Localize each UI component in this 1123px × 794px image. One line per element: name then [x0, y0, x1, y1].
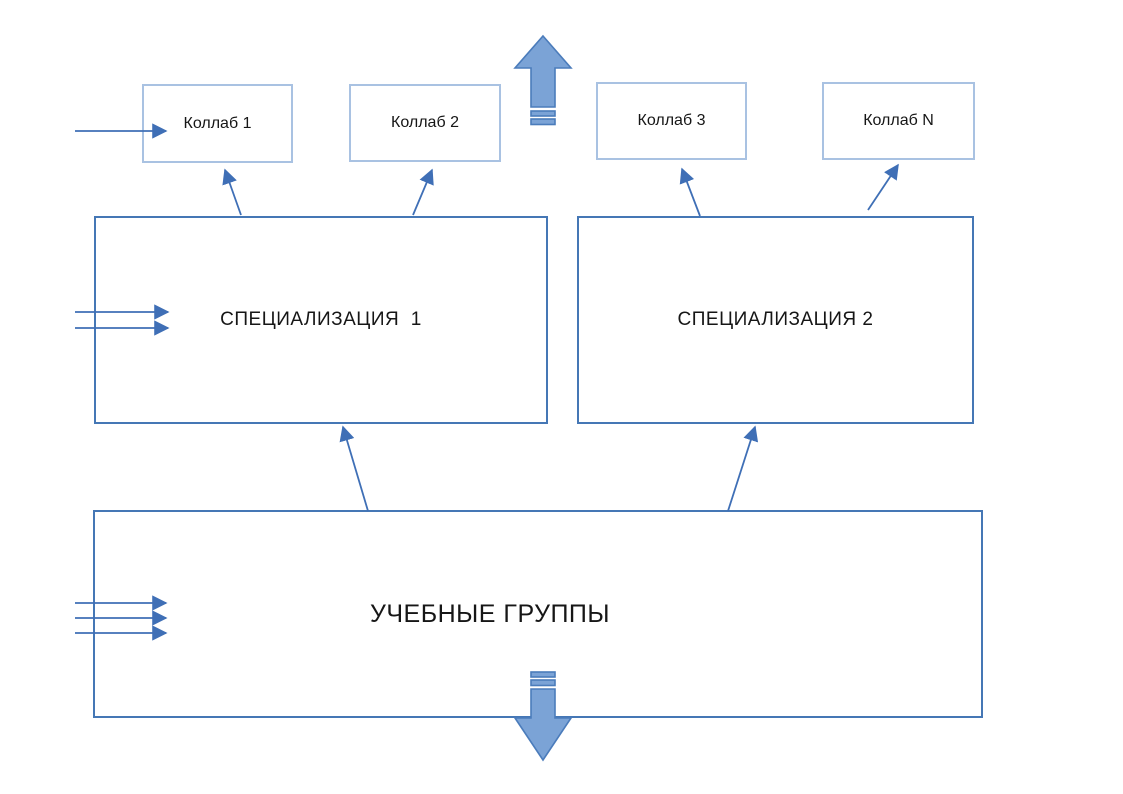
- arrow-spec2-to-collabN: [867, 163, 899, 211]
- collab-n-box: Коллаб N: [822, 82, 975, 160]
- collab-2-label: Коллаб 2: [391, 114, 459, 131]
- collab-n-label: Коллаб N: [863, 112, 934, 129]
- collab-3-label: Коллаб 3: [637, 112, 706, 129]
- striped-arrow-up-icon: [513, 34, 573, 126]
- specialization-2-box: СПЕЦИАЛИЗАЦИЯ 2: [577, 216, 974, 424]
- arrow-groups-to-spec1: [339, 425, 369, 512]
- study-groups-box: УЧЕБНЫЕ ГРУППЫ: [93, 510, 983, 718]
- specialization-2-label: СПЕЦИАЛИЗАЦИЯ 2: [677, 309, 874, 330]
- collab-3-box: Коллаб 3: [596, 82, 747, 160]
- specialization-1-box: СПЕЦИАЛИЗАЦИЯ 1: [94, 216, 548, 424]
- arrow-spec2-to-collab3: [679, 167, 701, 217]
- collab-2-box: Коллаб 2: [349, 84, 501, 162]
- collab-1-label: Коллаб 1: [183, 114, 252, 132]
- collab-1-box: Коллаб 1: [142, 84, 293, 163]
- arrow-spec1-to-collab1: [222, 168, 242, 216]
- arrow-groups-to-spec2: [727, 425, 759, 512]
- study-groups-label: УЧЕБНЫЕ ГРУППЫ: [369, 599, 611, 628]
- specialization-1-label: СПЕЦИАЛИЗАЦИЯ 1: [220, 309, 422, 330]
- arrow-spec1-to-collab2: [412, 168, 434, 216]
